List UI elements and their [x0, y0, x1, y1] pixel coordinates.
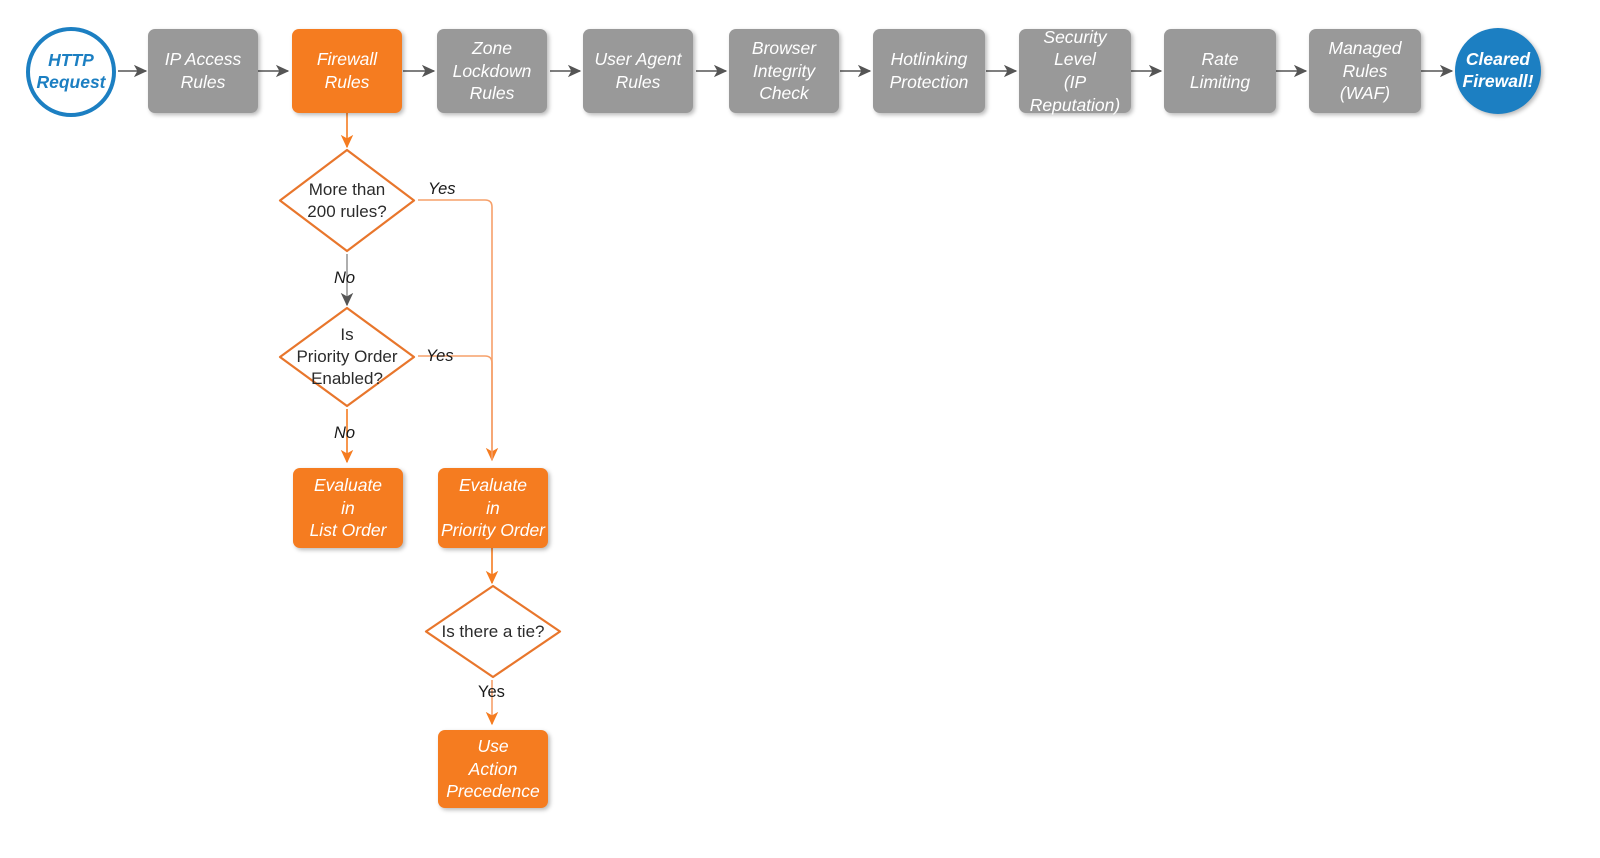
diamond-shape [424, 584, 562, 679]
step-line: Rules [180, 72, 226, 92]
end-cleared-firewall[interactable]: Cleared Firewall! [1455, 28, 1541, 114]
step-line: Hotlinking [890, 49, 968, 70]
edge-label-yes-priority: Yes [426, 347, 454, 365]
edge-label-yes-tie: Yes [478, 683, 505, 701]
step-firewall-rules[interactable]: Firewall Rules [292, 29, 402, 113]
step-line: Rules [324, 72, 370, 92]
start-http-request[interactable]: HTTP Request [26, 27, 116, 117]
outcome-evaluate-list-order[interactable]: Evaluate in List Order [293, 468, 403, 548]
decision-line: Is there a tie? [441, 621, 545, 641]
end-line-2: Firewall! [1462, 71, 1534, 91]
outcome-line: Priority Order [440, 520, 546, 541]
decision-more-than-200-rules[interactable]: More than 200 rules? [277, 147, 417, 254]
step-line: Check [759, 83, 809, 104]
edge-label-no-priority: No [334, 424, 356, 442]
outcome-line: in [341, 497, 355, 518]
step-line: Zone [472, 37, 512, 58]
step-rate-limiting[interactable]: Rate Limiting [1164, 29, 1276, 113]
step-line: Rules [1342, 60, 1388, 81]
edge-label-yes-200: Yes [428, 180, 456, 198]
step-line: Limiting [1189, 72, 1251, 92]
outcome-line: Evaluate [458, 474, 528, 495]
step-line: (WAF) [1339, 83, 1391, 104]
outcome-line: Precedence [446, 781, 540, 802]
step-hotlinking-protection[interactable]: Hotlinking Protection [873, 29, 985, 113]
step-line: Level [1054, 49, 1096, 70]
wire-decision2-yes [418, 355, 493, 460]
decision-label: Is Priority Order Enabled? [277, 305, 417, 409]
outcome-line: in [486, 497, 500, 518]
start-line-1: HTTP [48, 50, 94, 71]
edge-label-no-200: No [334, 269, 356, 287]
step-line: Rules [615, 72, 661, 92]
step-line: Integrity [752, 60, 816, 81]
step-line: Security [1043, 26, 1107, 47]
step-line: Managed [1328, 37, 1402, 58]
decision-line: 200 rules? [307, 201, 387, 221]
decision-label: More than 200 rules? [277, 147, 417, 254]
outcome-line: List Order [309, 520, 387, 541]
step-line: (IP Reputation) [1029, 72, 1121, 115]
step-ip-access-rules[interactable]: IP Access Rules [148, 29, 258, 113]
decision-line: Priority Order [296, 347, 398, 367]
step-line: Firewall [316, 49, 378, 70]
decision-line: More than [308, 179, 386, 199]
decision-is-there-a-tie[interactable]: Is there a tie? [423, 583, 563, 680]
step-line: User Agent [594, 49, 682, 70]
step-browser-integrity-check[interactable]: Browser Integrity Check [729, 29, 839, 113]
outcome-evaluate-priority-order[interactable]: Evaluate in Priority Order [438, 468, 548, 548]
step-line: Lockdown [452, 60, 532, 81]
step-line: IP Access [164, 49, 242, 70]
step-managed-rules-waf[interactable]: Managed Rules (WAF) [1309, 29, 1421, 113]
start-line-2: Request [36, 72, 106, 92]
step-user-agent-rules[interactable]: User Agent Rules [583, 29, 693, 113]
wire-decision1-yes [418, 199, 499, 462]
decision-priority-order-enabled[interactable]: Is Priority Order Enabled? [277, 305, 417, 409]
step-security-level[interactable]: Security Level (IP Reputation) [1019, 26, 1131, 115]
end-line-1: Cleared [1465, 49, 1531, 70]
step-line: Protection [889, 72, 969, 92]
outcome-line: Action [468, 758, 518, 779]
outcome-line: Use [477, 735, 509, 756]
outcome-line: Evaluate [313, 474, 383, 495]
diamond-shape [278, 148, 416, 253]
diamond-shape [278, 306, 416, 408]
outcome-use-action-precedence[interactable]: Use Action Precedence [438, 730, 548, 808]
step-line: Rules [469, 83, 515, 104]
step-line: Rate [1201, 49, 1239, 70]
step-zone-lockdown-rules[interactable]: Zone Lockdown Rules [437, 29, 547, 113]
step-line: Browser [751, 37, 817, 58]
decision-label: Is there a tie? [423, 583, 563, 680]
decision-line: Is [340, 325, 354, 345]
decision-line: Enabled? [311, 368, 383, 388]
